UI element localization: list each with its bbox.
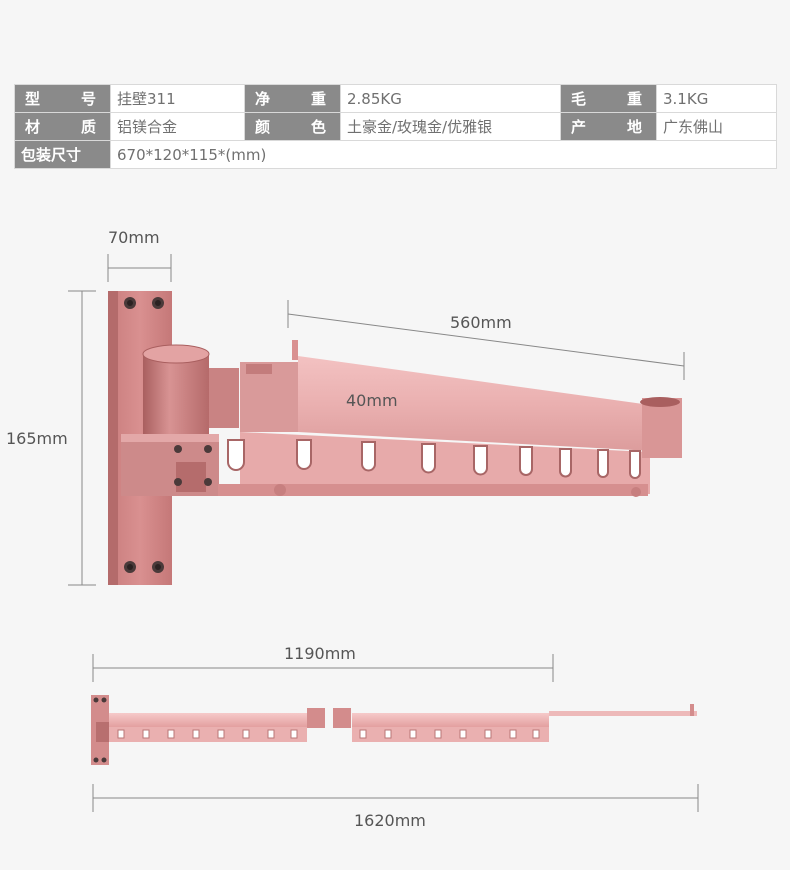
arm-thickness-label: 40mm (346, 391, 398, 410)
width-dimension-line (107, 254, 172, 282)
spec-row: 包装尺寸 670*120*115*(mm) (14, 140, 777, 169)
bracket-width-label: 70mm (108, 228, 160, 247)
spec-table: 型 号 挂壁311 净 重 2.85KG 毛 重 3.1KG 材 质 铝镁合金 … (14, 84, 777, 169)
screw-hole-icon (124, 297, 164, 573)
spec-row: 材 质 铝镁合金 颜 色 土豪金/玫瑰金/优雅银 产 地 广东佛山 (14, 112, 777, 141)
base-block (121, 434, 219, 496)
drying-arm (218, 340, 682, 497)
height-label: 165mm (6, 429, 68, 448)
spec-row: 型 号 挂壁311 净 重 2.85KG 毛 重 3.1KG (14, 84, 777, 113)
origin-label: 产 地 (560, 112, 657, 141)
material-value: 铝镁合金 (110, 112, 245, 141)
hanging-slot-icon (227, 439, 641, 479)
package-size-value: 670*120*115*(mm) (110, 140, 777, 169)
extended-length-dimension-line (92, 784, 699, 812)
arm-length-dimension-line (287, 300, 685, 380)
hinge (142, 344, 239, 438)
gross-weight-label: 毛 重 (560, 84, 657, 113)
model-label: 型 号 (14, 84, 111, 113)
color-label: 颜 色 (244, 112, 341, 141)
height-dimension-line (68, 290, 96, 586)
color-value: 土豪金/玫瑰金/优雅银 (340, 112, 561, 141)
material-label: 材 质 (14, 112, 111, 141)
folded-length-dimension-line (92, 654, 554, 682)
folded-length-label: 1190mm (284, 644, 356, 663)
net-weight-value: 2.85KG (340, 84, 561, 113)
gross-weight-value: 3.1KG (656, 84, 777, 113)
extended-length-label: 1620mm (354, 811, 426, 830)
package-size-label: 包装尺寸 (14, 140, 111, 169)
extended-rack (91, 695, 697, 765)
arm-length-label: 560mm (450, 313, 512, 332)
